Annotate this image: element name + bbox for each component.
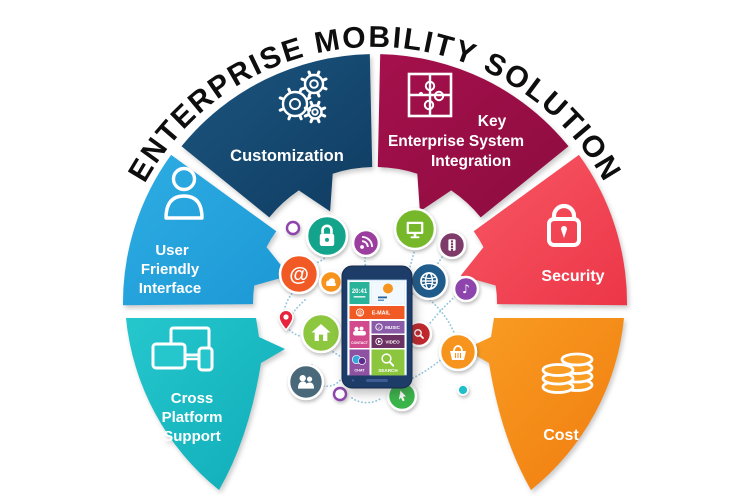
puzzle-icon bbox=[407, 72, 453, 118]
segment-label-key-enterprise-system-integration-line0: Key bbox=[478, 113, 507, 130]
floating-globe-icon bbox=[409, 261, 449, 301]
segment-label-security-line0: Security bbox=[541, 268, 604, 285]
segment-label-cost-line0: Cost bbox=[543, 427, 579, 444]
chat-label: CHAT bbox=[354, 369, 365, 373]
person-icon bbox=[164, 166, 204, 220]
segment-label-key-enterprise-system-integration-line2: Integration bbox=[431, 153, 511, 170]
floating-people-icon bbox=[287, 363, 325, 401]
floating-home-icon bbox=[300, 312, 342, 354]
dotted-connector-3 bbox=[282, 287, 304, 338]
coins-icon bbox=[541, 352, 594, 394]
ring-segments: UserFriendlyInterfaceCustomizationKeyEnt… bbox=[122, 54, 628, 490]
sun-icon bbox=[383, 283, 393, 294]
lock-icon bbox=[547, 203, 581, 247]
tile-email bbox=[349, 306, 405, 319]
segment-security: Security bbox=[460, 154, 628, 306]
smartphone: 20:41 @ E-MAIL CONTACT ♪ MUSIC VIDEO CHAT SEARCH bbox=[341, 265, 413, 389]
floating-monitor-icon bbox=[393, 207, 437, 251]
floating-ring-icon bbox=[285, 220, 301, 236]
floating-music-icon: ♪ bbox=[452, 275, 480, 303]
floating-app-icons: @♪ bbox=[278, 207, 480, 412]
segment-label-user-friendly-interface-line1: Friendly bbox=[141, 261, 200, 278]
video-label: VIDEO bbox=[385, 340, 400, 345]
segment-shape-security bbox=[460, 154, 628, 306]
floating-basket-icon bbox=[438, 332, 478, 372]
dotted-connector-13 bbox=[412, 357, 444, 379]
email-label: E-MAIL bbox=[372, 311, 391, 317]
svg-text:♪: ♪ bbox=[462, 282, 470, 296]
segment-shape-user-friendly-interface bbox=[122, 154, 290, 306]
floating-dot-icon bbox=[457, 384, 469, 396]
segment-customization: Customization bbox=[181, 54, 373, 218]
floating-lock-icon bbox=[305, 214, 349, 258]
floating-cloud-icon bbox=[318, 269, 344, 295]
segment-label-key-enterprise-system-integration-line1: Enterprise System bbox=[388, 133, 524, 150]
phone-time: 20:41 bbox=[352, 289, 368, 295]
segment-shape-customization bbox=[181, 54, 373, 218]
phone-home-button bbox=[366, 379, 388, 382]
gears-icon bbox=[278, 70, 328, 124]
segment-label-user-friendly-interface-line0: User bbox=[155, 242, 189, 259]
dotted-connector-7 bbox=[351, 397, 381, 404]
floating-search-icon bbox=[405, 320, 433, 348]
segment-label-cross-platform-support-line2: Support bbox=[163, 428, 221, 445]
devices-icon bbox=[151, 326, 214, 372]
video-play-icon bbox=[378, 339, 381, 344]
search-label: SEARCH bbox=[378, 368, 398, 373]
segment-label-user-friendly-interface-line2: Interface bbox=[139, 280, 202, 297]
svg-text:@: @ bbox=[289, 264, 309, 286]
floating-cursor-icon bbox=[386, 380, 418, 412]
music-note-icon: ♪ bbox=[378, 325, 380, 330]
music-label: MUSIC bbox=[385, 325, 400, 330]
contact-label: CONTACT bbox=[351, 341, 369, 345]
segment-label-cross-platform-support-line0: Cross bbox=[171, 390, 214, 407]
page-title: ENTERPRISE MOBILITY SOLUTION bbox=[122, 21, 628, 188]
floating-at-icon: @ bbox=[278, 253, 320, 295]
segment-cost: Cost bbox=[465, 318, 624, 490]
floating-rss-icon bbox=[351, 228, 381, 258]
floating-ring-icon bbox=[332, 386, 348, 402]
tile-clock bbox=[349, 282, 370, 304]
floating-pin-icon bbox=[278, 309, 294, 332]
floating-film-icon bbox=[437, 230, 467, 260]
segment-shape-cost bbox=[465, 318, 624, 490]
segment-label-customization-line0: Customization bbox=[230, 147, 344, 165]
search-magnifier-icon bbox=[381, 353, 392, 364]
segment-label-cross-platform-support-line1: Platform bbox=[162, 409, 223, 426]
email-at-icon: @ bbox=[357, 311, 362, 317]
